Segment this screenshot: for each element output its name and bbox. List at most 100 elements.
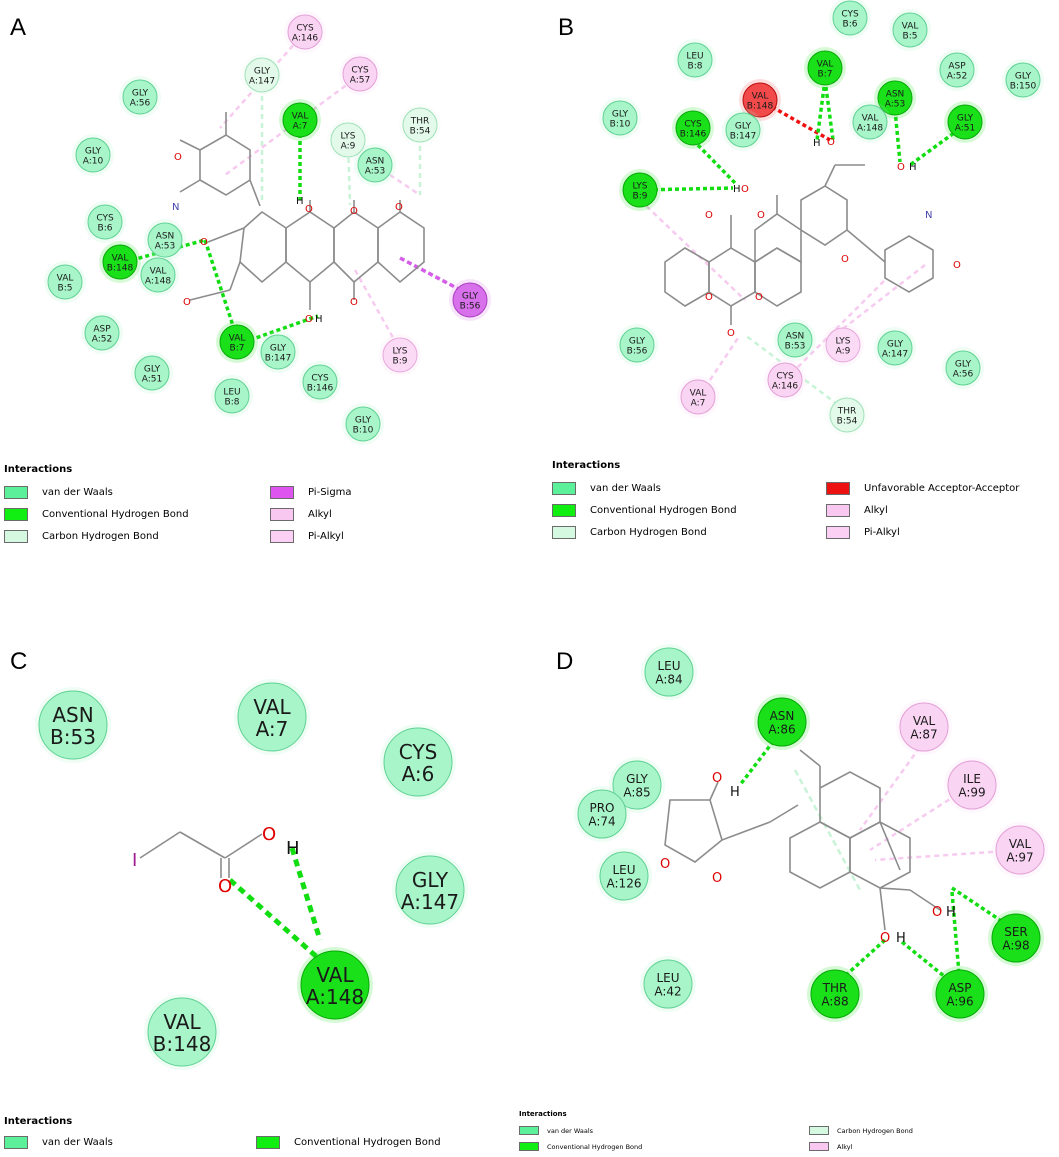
legend-label: Alkyl: [864, 505, 888, 516]
residue-number: B:10: [610, 120, 631, 130]
svg-text:O: O: [755, 292, 763, 303]
svg-text:O: O: [727, 328, 735, 339]
residue-name: VAL: [316, 963, 354, 987]
svg-text:O: O: [305, 204, 313, 215]
residue-number: B:6: [843, 20, 858, 30]
svg-text:O: O: [350, 206, 358, 217]
legend-title: Interactions: [4, 464, 73, 475]
residue-name: CYS: [311, 374, 329, 384]
residue-name: LEU: [686, 52, 703, 62]
residue-name: VAL: [229, 334, 246, 344]
atoms-d: O H O O O H O H: [660, 771, 956, 946]
residue-number: A:52: [92, 335, 112, 345]
legend-swatch: [809, 1126, 829, 1135]
svg-text:O: O: [200, 237, 208, 248]
legend-swatch: [826, 482, 850, 495]
legend-title: Interactions: [4, 1116, 73, 1127]
residue-number: B:8: [688, 62, 703, 72]
ligand-a: [179, 112, 425, 310]
legend-title: Interactions: [519, 1110, 567, 1118]
atoms-c: I O H O: [132, 824, 300, 897]
legend-item: van der Waals: [519, 1126, 593, 1135]
legend-item: Carbon Hydrogen Bond: [4, 530, 159, 543]
residue-number: B:8: [225, 398, 240, 408]
residue-number: A:85: [623, 785, 650, 799]
legend-swatch: [809, 1142, 829, 1151]
residue-number: B:53: [50, 725, 96, 749]
legend-c: Interactions van der Waals Conventional …: [0, 1112, 520, 1157]
atoms-a: H O O O O H O O O O N: [172, 152, 403, 325]
legend-label: van der Waals: [42, 1137, 113, 1148]
legend-swatch: [270, 508, 294, 521]
residue-number: A:7: [691, 399, 706, 409]
residue-name: GLY: [254, 67, 271, 77]
legend-swatch: [4, 486, 28, 499]
legend-swatch: [552, 504, 576, 517]
residue-name: VAL: [1009, 837, 1032, 851]
legend-d: Interactions van der Waals Conventional …: [515, 1106, 1055, 1156]
residue-number: A:88: [821, 994, 848, 1008]
residue-name: LEU: [657, 659, 680, 673]
residue-number: A:53: [365, 167, 385, 177]
residue-number: A:148: [145, 277, 171, 287]
svg-text:H: H: [730, 785, 740, 800]
residue-number: A:148: [857, 124, 883, 134]
residue-name: VAL: [902, 22, 919, 32]
ligand-c: [139, 831, 263, 878]
svg-text:O: O: [712, 771, 722, 786]
residue-name: LYS: [340, 132, 355, 142]
residue-name: THR: [822, 981, 848, 995]
svg-text:O: O: [932, 905, 942, 920]
residue-number: A:147: [249, 77, 275, 87]
svg-text:H: H: [315, 314, 323, 325]
residue-name: ILE: [963, 772, 981, 786]
legend-label: van der Waals: [590, 483, 661, 494]
residue-name: GLY: [957, 114, 974, 124]
residue-name: VAL: [752, 92, 769, 102]
residue-name: ASN: [366, 157, 385, 167]
residue-name: LYS: [835, 337, 850, 347]
residue-name: GLY: [955, 360, 972, 370]
hydroxyl-oxygen: O: [262, 824, 276, 845]
residue-number: A:126: [607, 876, 642, 890]
residues-a: CYSA:146GLYA:147CYSA:57GLYA:56VALA:7LYSA…: [44, 11, 491, 445]
residue-number: B:9: [633, 192, 648, 202]
legend-item: Conventional Hydrogen Bond: [4, 508, 189, 521]
diagram-a: H O O O O H O O O O N CYSA:146GLYA:147CY…: [44, 11, 491, 445]
residue-name: LEU: [223, 388, 240, 398]
residue-number: A:86: [768, 722, 795, 736]
svg-text:O: O: [350, 297, 358, 308]
legend-title: Interactions: [552, 460, 621, 471]
svg-text:H: H: [813, 138, 821, 149]
residue-name: VAL: [292, 112, 309, 122]
legend-item: van der Waals: [4, 486, 113, 499]
interaction-lines-c: [228, 847, 323, 960]
residue-number: B:56: [627, 347, 648, 357]
legend-swatch: [270, 530, 294, 543]
residue-name: GLY: [144, 365, 161, 375]
residue-name: ASN: [886, 90, 905, 100]
residue-number: A:98: [1002, 938, 1029, 952]
atoms-b: H O O H O H O O O O O O O N: [705, 137, 961, 339]
residue-number: A:97: [1006, 850, 1033, 864]
residue-number: A:42: [654, 984, 681, 998]
residue-number: A:147: [401, 890, 459, 914]
